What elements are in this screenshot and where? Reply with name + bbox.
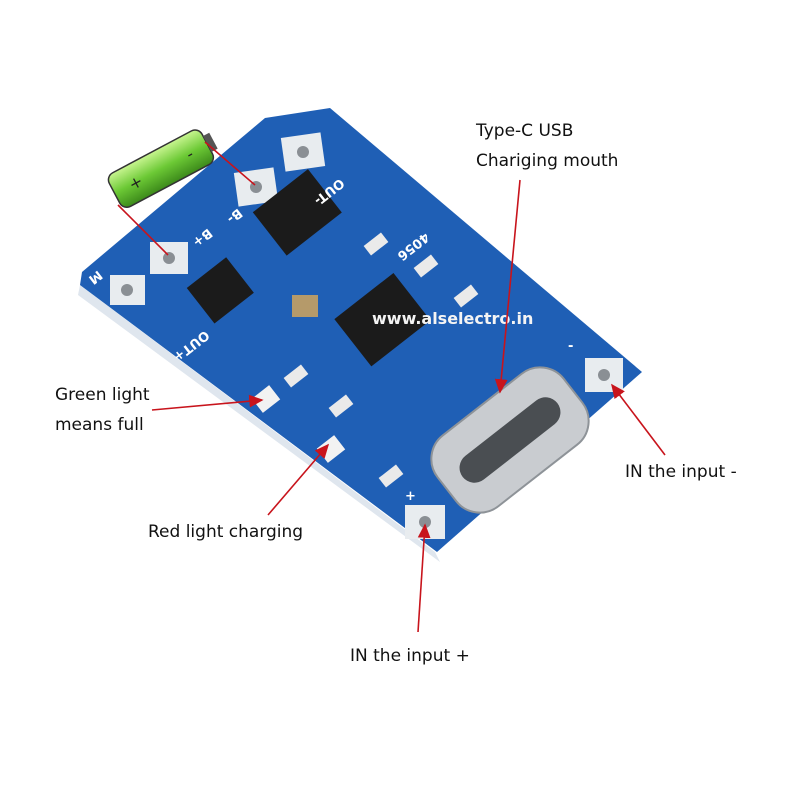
board-edge [78,285,440,562]
in-minus-arrow [611,383,666,456]
type-c-label-line1: Type-C USB [476,121,574,141]
silk-minus: - [568,339,573,354]
green-light-label-line1: Green light [55,385,150,405]
red-light-arrow [267,443,330,516]
silk-b-minus: B- [223,205,244,226]
smd-components [283,232,479,488]
battery-plus-line [117,204,169,256]
silk-plus: + [405,489,416,504]
green-light-label-line2: means full [55,415,144,435]
type-c-label: Type-C USB Chariging mouth [476,116,618,176]
battery-minus-line [204,141,256,186]
red-light-label: Red light charging [148,522,304,542]
type-c-label-line2: Chariging mouth [476,151,619,171]
chip-dw01 [252,169,342,256]
green-light-label: Green light means full [55,380,150,440]
type-c-arrow [494,179,521,394]
green-light-arrow [151,394,264,411]
usb-c-connector [430,366,590,514]
in-plus-arrow [417,523,431,633]
watermark: www.alselectro.in [372,309,533,328]
in-minus-label: IN the input - [625,462,737,482]
capacitor [292,295,318,317]
battery-icon: + - [107,129,218,209]
chip-8205 [186,257,254,324]
in-plus-label: IN the input + [350,646,470,666]
chip-tp4056 [334,272,431,367]
